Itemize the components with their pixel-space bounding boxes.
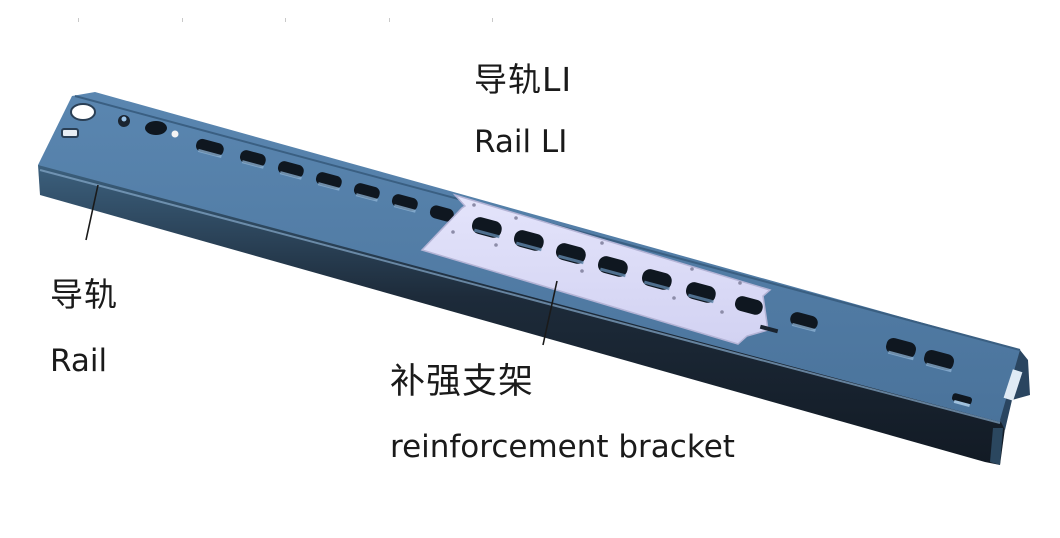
top-tick-mark — [389, 18, 390, 22]
rail-li-label-en: Rail LI — [474, 124, 568, 160]
bracket-leader-line — [542, 280, 558, 346]
rail-leader-line — [85, 184, 99, 241]
bracket-label-en: reinforcement bracket — [390, 429, 735, 465]
top-tick-mark — [492, 18, 493, 22]
rail-li-label-zh: 导轨LI — [474, 60, 573, 99]
rail-left-end-features — [61, 103, 179, 138]
rail-end-channel — [951, 350, 1030, 465]
rail-label-zh: 导轨 — [50, 275, 118, 314]
top-tick-mark — [285, 18, 286, 22]
bracket-label-zh: 补强支架 — [390, 362, 535, 402]
top-tick-mark — [78, 18, 79, 22]
rail-hole-highlights — [197, 148, 952, 373]
top-tick-mark — [182, 18, 183, 22]
reinforcement-bracket-plate — [420, 193, 779, 345]
rail-label-en: Rail — [50, 343, 108, 379]
rail-side-face — [38, 160, 1005, 465]
